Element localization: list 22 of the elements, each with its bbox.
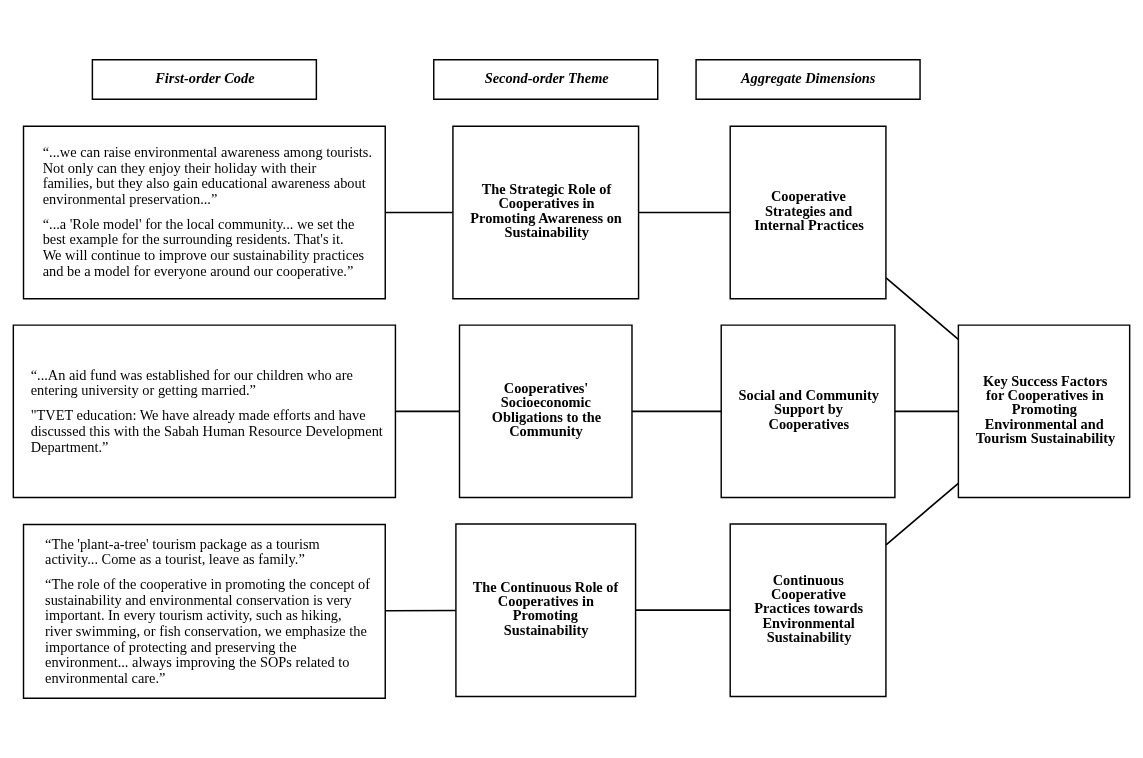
node-box: “...we can raise environmental awareness among tourists. Not only can they enjoy their holiday with their families, but they also gain educational awareness about environmental preservation...” “...a 'Role model' for the local community... we set the best example for the surrounding residents. That's it. We will continue to improve our sustainability practices and be a model for everyone around our cooperative.” [22, 125, 386, 300]
node-box: The Strategic Role of Cooperatives in Promoting Awareness on Sustainability [452, 125, 640, 300]
node-box: Continuous Cooperative Practices towards Environmental Sustainability [729, 523, 887, 698]
node-box: Social and Community Support by Cooperatives [720, 324, 896, 499]
node-box: Cooperatives' Socioeconomic Obligations to the Community [458, 324, 633, 499]
node-box: “The 'plant-a-tree' tourism package as a tourism activity... Come as a tourist, leave as family.” “The role of the cooperative in promoting the concept of sustainability and environmental conservation is very important. In every tourism activity, such as hiking, river swimming, or fish conservation, we emphasize the importance of protecting and preserving the environment... always improving the SOPs related to environmental care.” [22, 523, 386, 699]
node-box: The Continuous Role of Cooperatives in Promoting Sustainability [455, 523, 637, 698]
node-box: “...An aid fund was established for our children who are entering university or getting married.” "TVET education: We have already made efforts and have discussed this with the Sabah Human Resource Development Department.” [12, 324, 397, 499]
connector [631, 410, 722, 413]
connector [885, 277, 960, 341]
node-box: Aggregate Dimensions [695, 59, 921, 101]
node-box: Second-order Theme [433, 59, 659, 101]
node-box: Key Success Factors for Cooperatives in Promoting Environmental and Tourism Sustainability [957, 324, 1131, 499]
connector [885, 482, 960, 546]
node-box: First-order Code [91, 59, 318, 101]
connector [384, 211, 454, 214]
connector [384, 609, 457, 612]
connector [634, 609, 731, 611]
connector [395, 410, 461, 413]
node-box: Cooperative Strategies and Internal Practices [729, 125, 887, 300]
connector [894, 410, 960, 413]
connector [637, 211, 731, 214]
